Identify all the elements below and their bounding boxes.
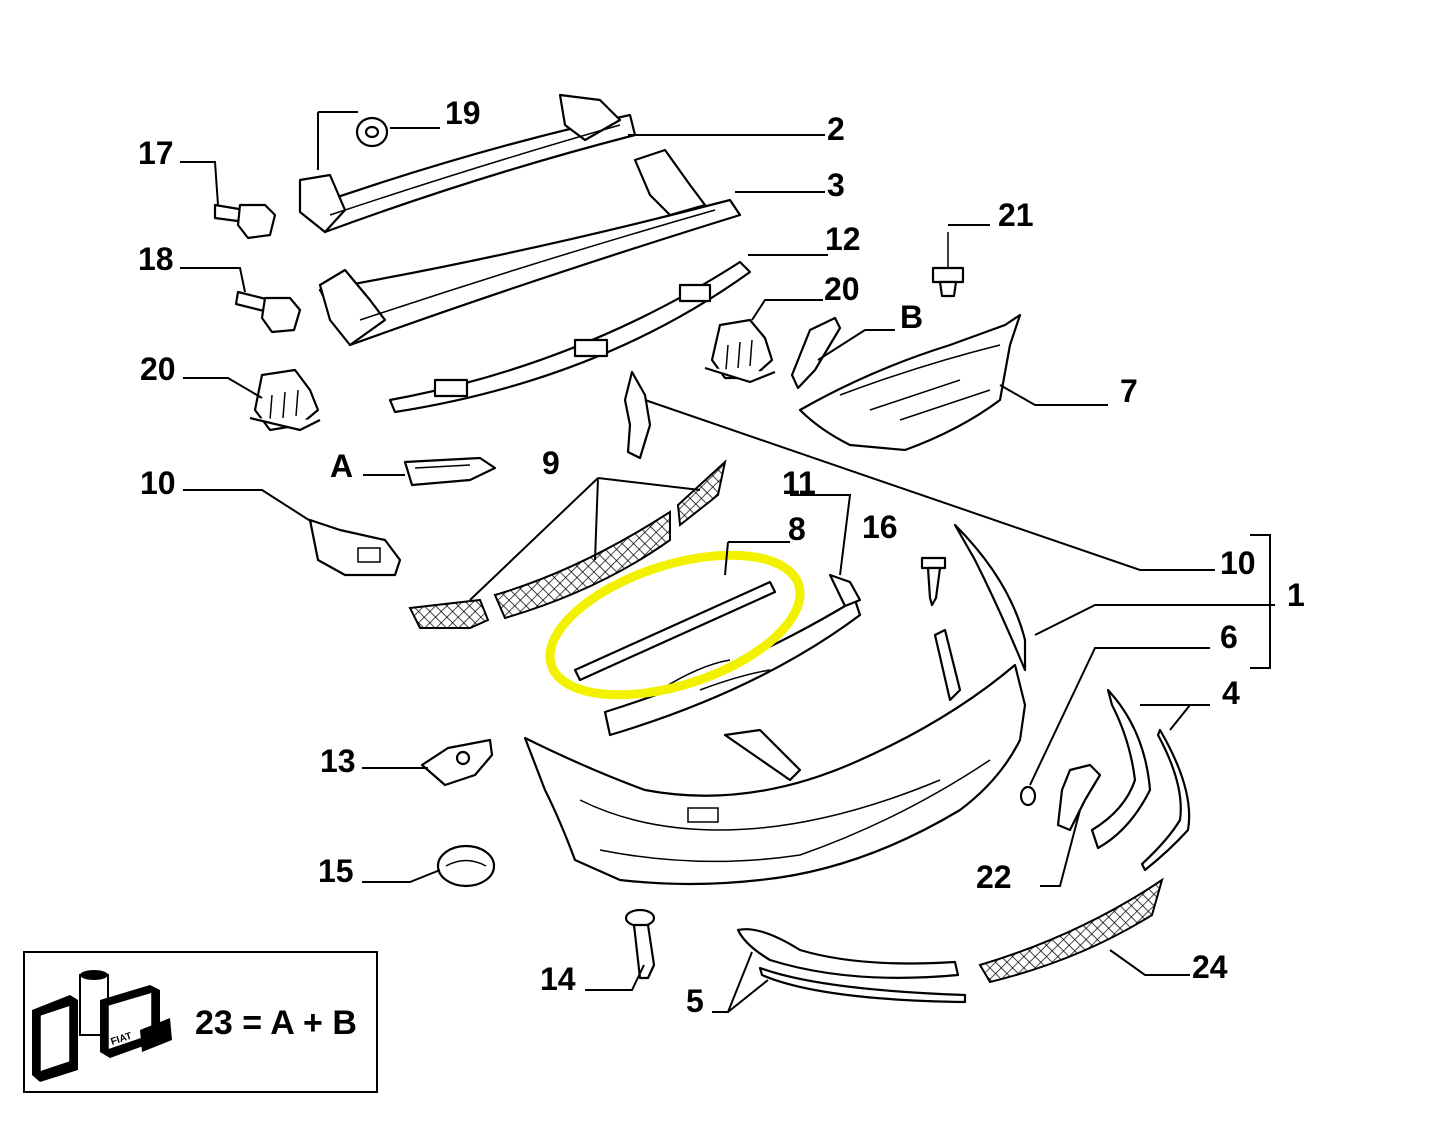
callout-18: 18 <box>138 241 174 277</box>
part-18-bolt <box>234 290 302 334</box>
part-3-middle-beam <box>318 148 742 347</box>
part-8-strip <box>573 580 777 682</box>
part-b-bracket <box>790 316 842 390</box>
part-13-bracket <box>420 738 494 787</box>
part-17-bolt <box>213 203 277 240</box>
part-14-clip <box>624 908 656 980</box>
callout-2: 2 <box>827 111 845 147</box>
callout-7: 7 <box>1120 373 1138 409</box>
callout-1: 1 <box>1287 577 1305 613</box>
callout-3: 3 <box>827 167 845 203</box>
callout-13: 13 <box>320 743 356 779</box>
part-7-undertray <box>798 313 1022 452</box>
callout-14: 14 <box>540 961 576 997</box>
kit-icon: FIAT <box>32 970 172 1082</box>
callout-20-left: 20 <box>140 351 176 387</box>
callout-11: 11 <box>782 465 816 501</box>
callout-16: 16 <box>862 509 898 545</box>
part-1-bumper-cover <box>523 523 1027 886</box>
part-2-upper-beam <box>298 93 637 234</box>
part-9-grilles <box>408 459 727 629</box>
part-19-washer <box>355 116 389 148</box>
callout-22: 22 <box>976 859 1012 895</box>
callout-15: 15 <box>318 853 354 889</box>
callout-17: 17 <box>138 135 174 171</box>
callout-10-left: 10 <box>140 465 176 501</box>
part-10-left-bracket <box>308 518 402 577</box>
part-4-trims <box>1090 688 1191 872</box>
part-12-lower-strip <box>388 260 752 414</box>
part-24-lower-grille <box>978 877 1164 984</box>
callout-24: 24 <box>1192 949 1228 985</box>
legend-formula: 23 = A + B <box>195 1004 357 1042</box>
callout-20-right: 20 <box>824 271 860 307</box>
part-a-housing <box>403 456 497 487</box>
part-20-left-bracket <box>249 368 321 432</box>
part-20-right-bracket <box>704 318 776 384</box>
part-21-clip <box>931 232 965 298</box>
highlight-circle <box>545 550 805 700</box>
part-10-right-bracket <box>623 370 652 460</box>
callout-4: 4 <box>1222 675 1240 711</box>
part-5-lower-trims <box>736 928 967 1004</box>
callout-12: 12 <box>825 221 861 257</box>
leader-lines <box>180 111 1275 1013</box>
legend-box: FIAT 23 = A + B <box>23 951 378 1093</box>
callout-21: 21 <box>998 197 1034 233</box>
part-15-cap <box>436 844 496 888</box>
callout-8: 8 <box>788 511 806 547</box>
part-6-plug <box>1019 785 1037 807</box>
callout-10-right: 10 <box>1220 545 1256 581</box>
callout-6: 6 <box>1220 619 1238 655</box>
callout-b: B <box>900 299 923 335</box>
callout-a: A <box>330 448 353 484</box>
callout-labels: 19 2 3 12 17 18 20 20 21 B 7 A 10 9 11 8… <box>138 95 1305 1019</box>
part-16-screw <box>920 556 947 607</box>
callout-5: 5 <box>686 983 704 1019</box>
part-22-bracket <box>1056 763 1102 832</box>
callout-19: 19 <box>445 95 481 131</box>
callout-9: 9 <box>542 445 560 481</box>
